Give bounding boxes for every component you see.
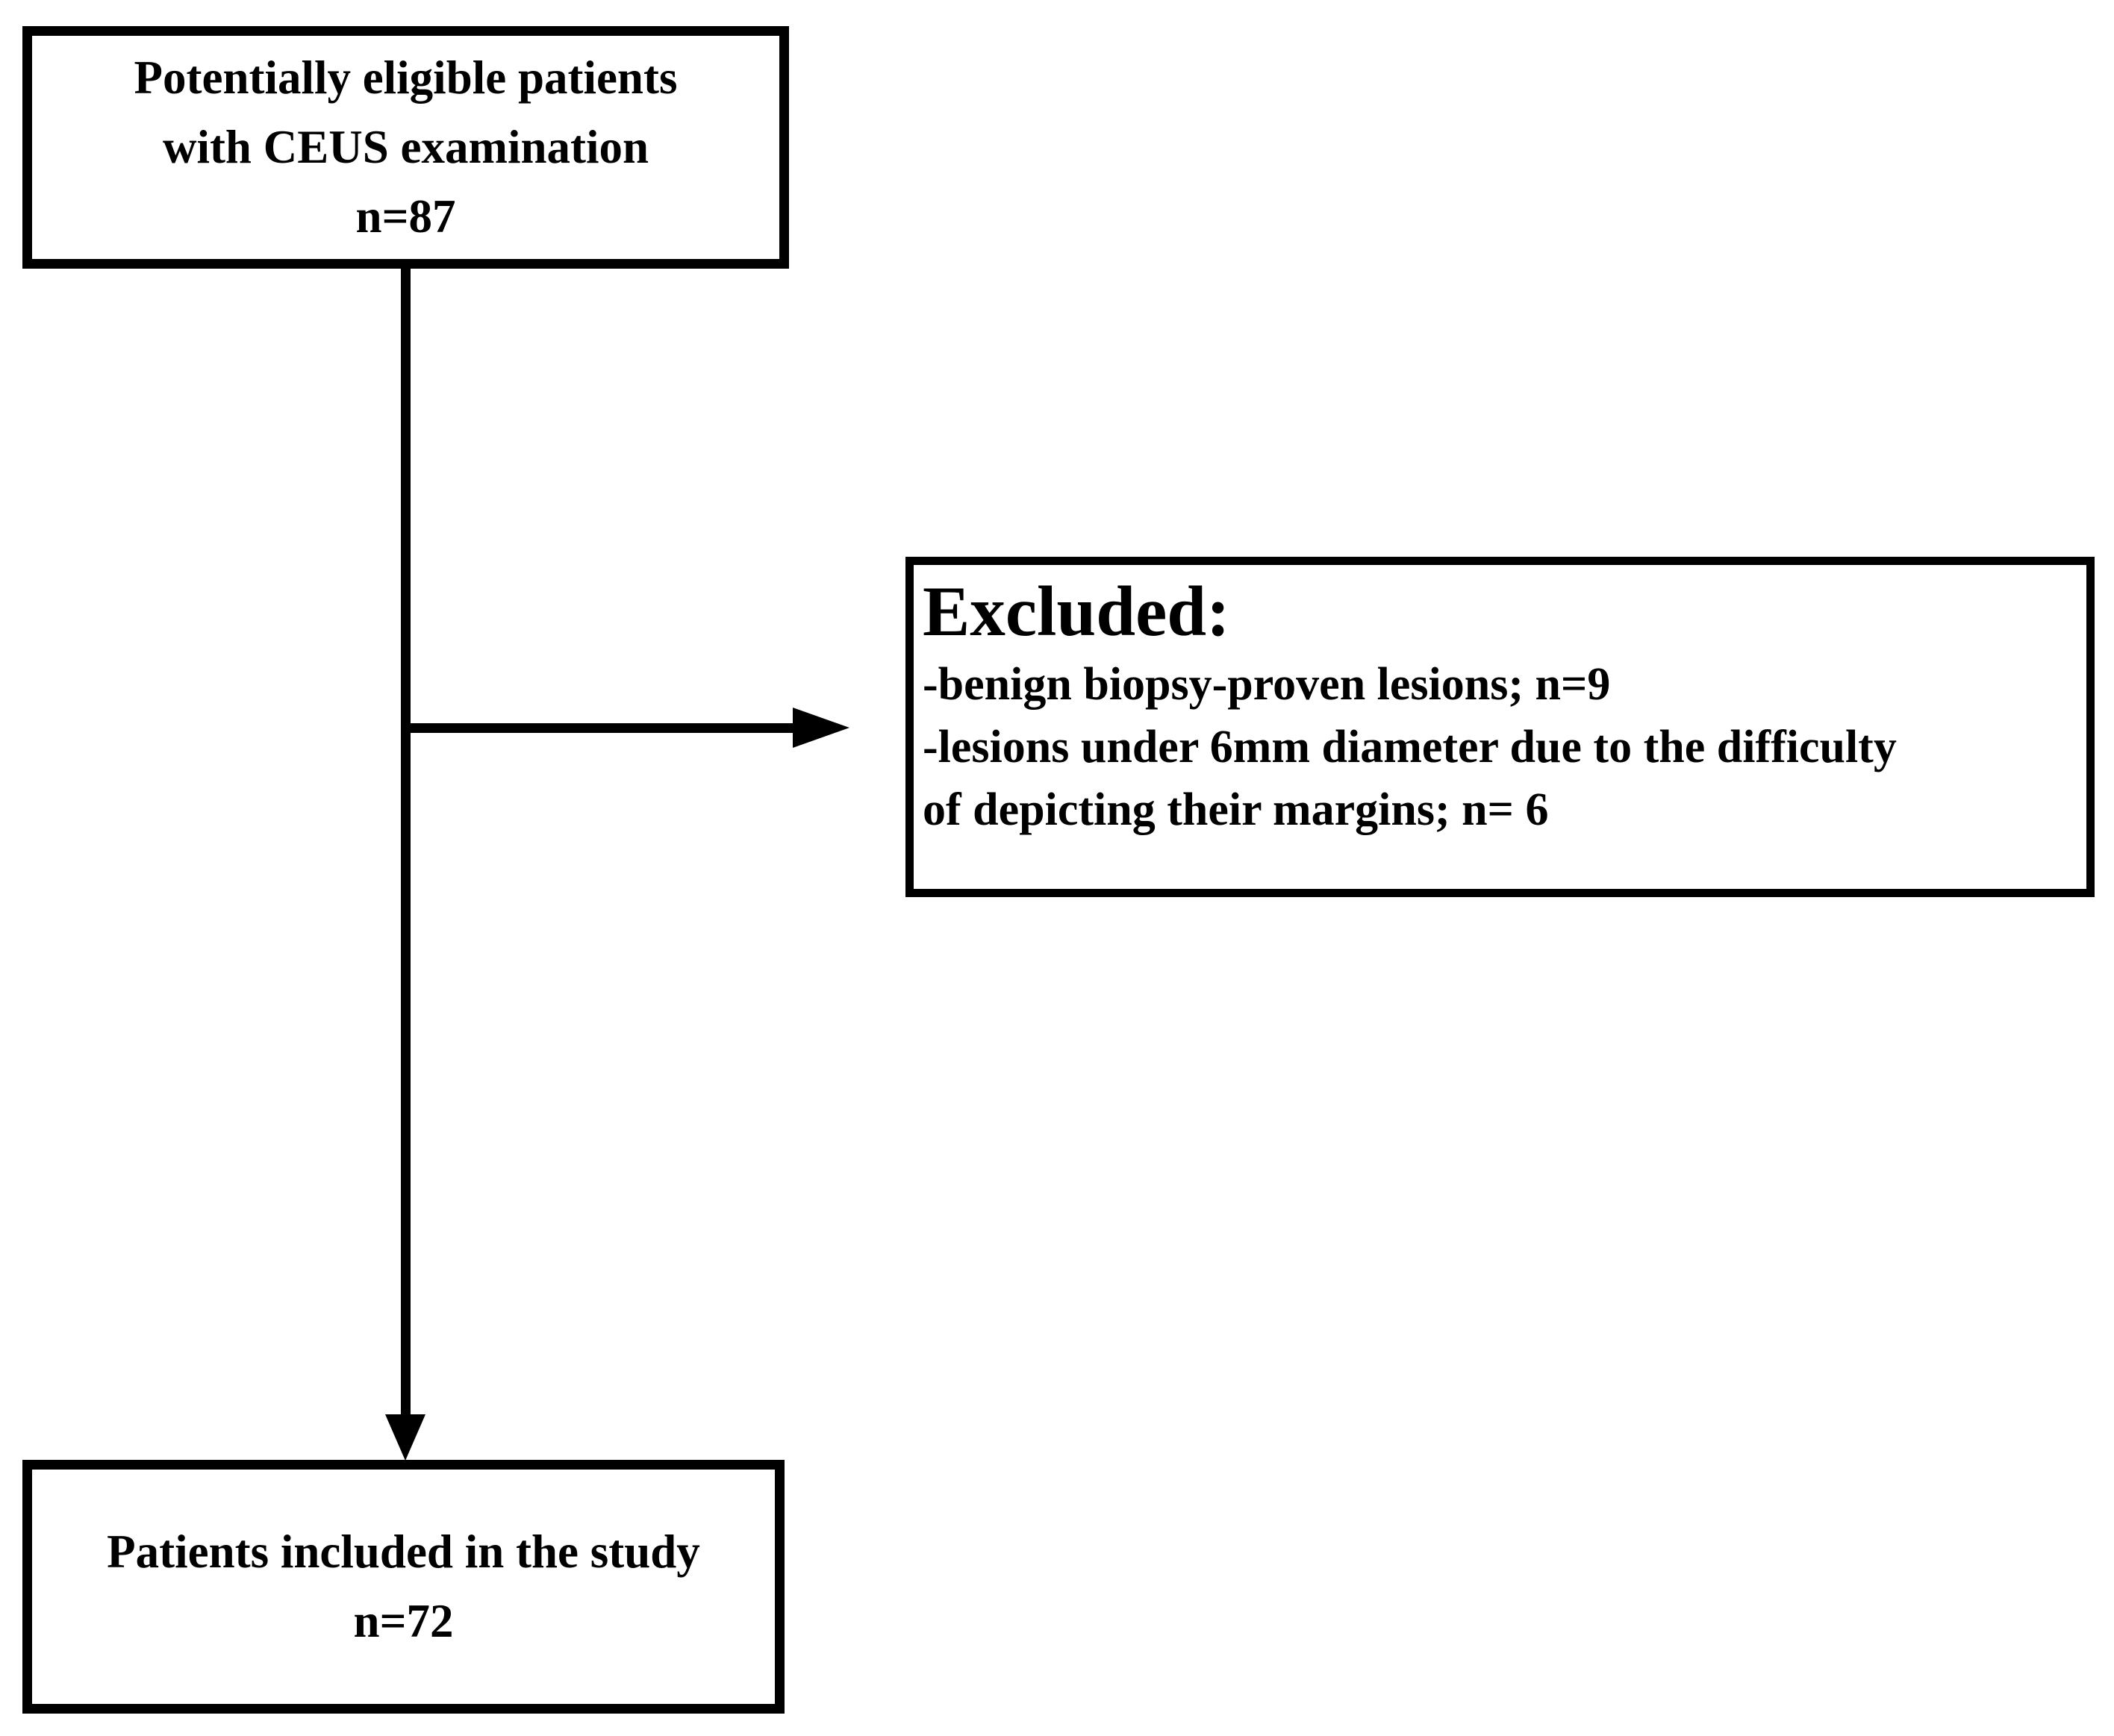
included-count: n=72: [353, 1595, 454, 1647]
excluded-title: Excluded:: [923, 572, 1230, 651]
excluded-reason-line-1: -benign biopsy-proven lesions; n=9: [923, 659, 1611, 710]
eligible-count: n=87: [355, 190, 456, 243]
arrowhead-right-icon: [793, 708, 849, 748]
connector-horizontal-line: [405, 723, 794, 733]
included-text-line-1: Patients included in the study: [107, 1526, 700, 1578]
connector-vertical-line: [401, 267, 411, 1418]
node-eligible-patients: Potentially eligible patients with CEUS …: [22, 26, 789, 269]
node-included-patients: Patients included in the study n=72: [22, 1460, 785, 1714]
eligible-text-line-1: Potentially eligible patients: [134, 51, 678, 104]
excluded-reason-line-3: of depicting their margins; n= 6: [923, 784, 1549, 835]
node-excluded: Excluded: -benign biopsy-proven lesions;…: [905, 557, 2095, 897]
eligible-text-line-2: with CEUS examination: [162, 121, 649, 173]
arrowhead-down-icon: [385, 1414, 425, 1461]
excluded-reason-line-2: -lesions under 6mm diameter due to the d…: [923, 722, 1897, 772]
